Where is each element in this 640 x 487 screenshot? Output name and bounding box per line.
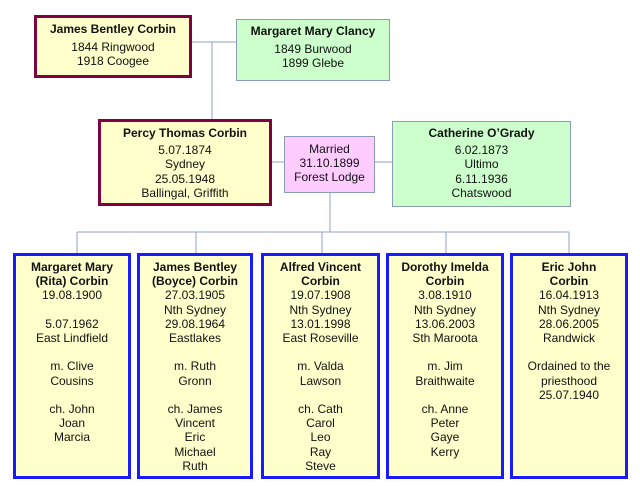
mother-box: Catherine O’Grady 6.02.1873 Ultimo 6.11.… [392,121,571,207]
child-3-name-line-2: Corbin [301,274,340,289]
child-4-line: 13.06.2003 [414,316,476,331]
child-3-line: 13.01.1998 [290,316,351,331]
child-4-line: Braithwaite [415,373,475,388]
child-4-line [389,388,501,402]
grandfather-box: James Bentley Corbin 1844 Ringwood 1918 … [34,15,192,78]
child-3-line: Steve [305,458,336,473]
child-4-line: Kerry [430,444,460,459]
child-1-line: ch. John [49,401,95,416]
child-4-line: ch. Anne [421,402,469,416]
child-5-line: Ordained to the [527,359,611,374]
child-3-line [264,345,377,359]
child-3-line: m. Valda [297,359,344,374]
child-1-line: East Lindfield [35,331,109,345]
child-5-line [513,345,625,359]
child-box-3: Alfred Vincent Corbin 19.07.1908 Nth Syd… [261,253,380,479]
marriage-date: 31.10.1899 [299,156,360,171]
child-1-line: m. Clive [50,359,94,374]
mother-line-4: Chatswood [451,185,512,200]
marriage-line-1: Married [309,142,350,156]
child-5-name-line-1: Eric John [541,260,597,274]
child-2-name-line-1: James Bentley [152,260,238,274]
child-4-line: Peter [430,416,460,431]
child-5-line: Randwick [542,331,596,346]
child-2-name-line-2: (Boyce) Corbin [151,274,238,289]
child-box-1: Margaret Mary (Rita) Corbin 19.08.1900 5… [13,253,131,479]
child-2-line: Ruth [182,458,208,473]
mother-name: Catherine O’Grady [428,126,535,140]
grandmother-name: Margaret Mary Clancy [250,24,376,38]
mother-line-2: Ultimo [464,157,499,172]
grandfather-name: James Bentley Corbin [49,22,177,36]
child-1-name-line-1: Margaret Mary [30,260,114,274]
mother-line-3: 6.11.1936 [455,171,508,186]
marriage-place: Forest Lodge [294,170,365,185]
child-box-4: Dorothy Imelda Corbin 3.08.1910 Nth Sydn… [386,253,504,479]
child-3-line: Carol [306,416,335,431]
child-3-line: Ray [309,444,332,459]
child-4-name-line-2: Corbin [425,274,465,289]
child-4-line: Nth Sydney [413,302,477,317]
child-2-line: Michael [174,444,216,459]
child-5-line: 25.07.1940 [538,387,600,402]
grandfather-birth: 1844 Ringwood [71,40,155,55]
child-1-line: Joan [58,416,86,431]
child-1-line: Marcia [53,430,90,445]
father-line-1: 5.07.1874 [158,143,212,158]
child-5-line: priesthood [540,373,598,388]
child-2-line: Gronn [178,373,212,388]
child-3-line: Nth Sydney [289,302,352,317]
child-2-line: Vincent [175,416,215,431]
child-1-name-line-2: (Rita) Corbin [35,274,109,289]
child-2-line: Eastlakes [168,331,222,346]
child-2-line [140,388,250,402]
child-1-line: Cousins [50,373,94,388]
child-3-line: East Roseville [282,331,359,346]
child-4-line: Gaye [430,430,460,445]
child-2-line: m. Ruth [173,359,216,374]
child-box-2: James Bentley (Boyce) Corbin 27.03.1905 … [137,253,253,479]
child-2-line: Eric [184,430,206,445]
child-1-line [16,345,128,359]
father-line-4: Ballingal, Griffith [141,185,229,200]
father-name: Percy Thomas Corbin [122,126,248,140]
child-4-line: m. Jim [427,359,463,374]
grandmother-birth: 1849 Burwood [274,42,352,57]
father-line-3: 25.05.1948 [154,171,216,186]
child-1-line: 5.07.1962 [45,316,99,331]
child-3-name-line-1: Alfred Vincent [279,260,362,274]
child-1-line: 19.08.1900 [41,288,103,303]
child-3-line [264,388,377,402]
mother-line-1: 6.02.1873 [454,143,509,158]
child-3-line: 19.07.1908 [290,288,351,303]
child-2-line: 29.08.1964 [164,316,226,331]
child-1-line [16,388,128,402]
child-5-line: Nth Sydney [537,302,601,317]
grandmother-box: Margaret Mary Clancy 1849 Burwood 1899 G… [236,19,390,81]
child-3-line: Leo [310,430,331,445]
child-4-line: 3.08.1910 [418,288,472,303]
child-4-line: Sth Maroota [412,331,478,346]
child-2-line: Nth Sydney [163,302,227,317]
child-5-line: 16.04.1913 [538,288,600,303]
child-2-line [140,345,250,359]
child-2-line: ch. James [167,402,223,416]
child-4-line [389,345,501,359]
child-2-line: 27.03.1905 [164,288,226,303]
child-box-5: Eric John Corbin 16.04.1913 Nth Sydney 2… [510,253,628,479]
child-4-name-line-1: Dorothy Imelda [401,260,489,274]
child-5-name-line-2: Corbin [549,274,589,289]
child-5-line: 28.06.2005 [538,316,600,331]
child-3-line: Lawson [299,373,342,388]
father-line-2: Sydney [164,157,206,172]
child-1-line [16,303,128,317]
grandfather-death: 1918 Coogee [76,54,150,69]
father-box: Percy Thomas Corbin 5.07.1874 Sydney 25.… [98,119,272,206]
child-3-line: ch. Cath [298,402,343,416]
marriage-box: Married 31.10.1899 Forest Lodge [284,136,375,193]
grandmother-death: 1899 Glebe [281,56,345,71]
